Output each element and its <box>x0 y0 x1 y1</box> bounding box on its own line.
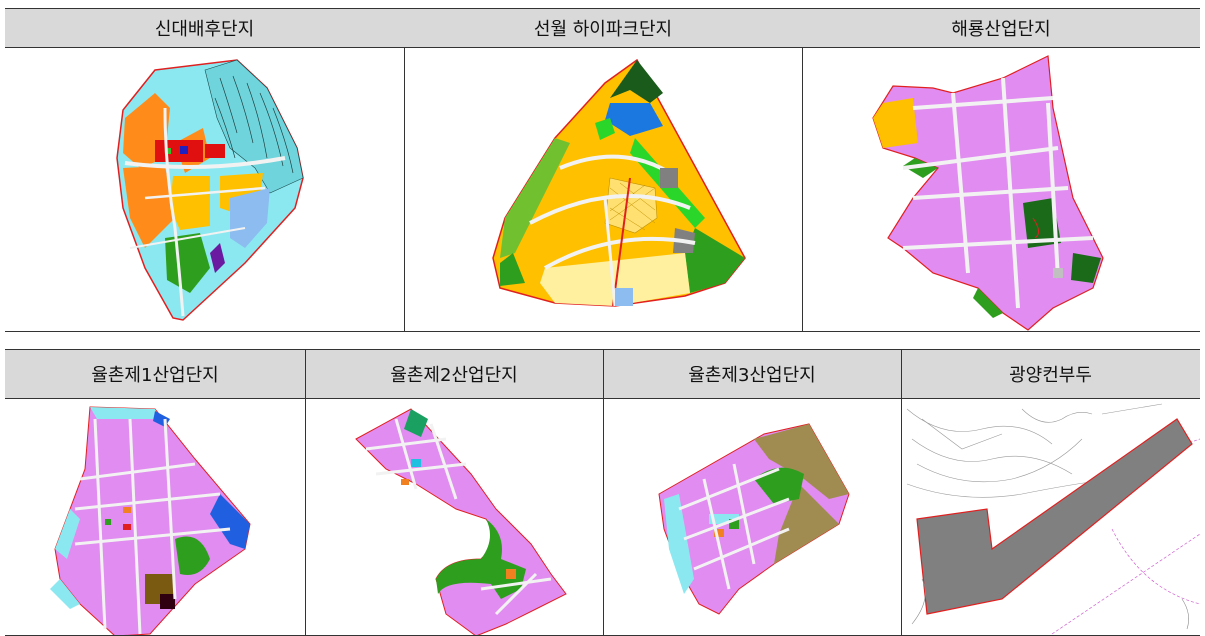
header-yulchon1: 율촌제1산업단지 <box>5 349 305 399</box>
header-gwangyang-port: 광양컨부두 <box>901 349 1200 399</box>
map-sindae <box>5 48 404 331</box>
yulchon3-map-svg <box>658 423 850 615</box>
map-yulchon2 <box>306 399 603 636</box>
header-yulchon3: 율촌제3산업단지 <box>603 349 901 399</box>
header-haeryong: 해룡산업단지 <box>802 8 1200 48</box>
sindae-map-svg <box>116 59 304 321</box>
haeryong-map-svg <box>872 55 1104 331</box>
map-gwangyang-port <box>902 399 1200 636</box>
map-seonwol <box>405 48 802 331</box>
yulchon2-map-svg <box>355 408 567 636</box>
map-haeryong <box>803 48 1200 331</box>
header-yulchon2: 율촌제2산업단지 <box>305 349 603 399</box>
yulchon1-map-svg <box>50 406 251 636</box>
seonwol-map-svg <box>492 58 746 307</box>
header-seonwol: 선월 하이파크단지 <box>404 8 802 48</box>
map-yulchon3 <box>604 399 901 636</box>
map-yulchon1 <box>5 399 305 636</box>
gwangyang-port-map-svg <box>906 403 1200 635</box>
header-sindae: 신대배후단지 <box>5 8 404 48</box>
